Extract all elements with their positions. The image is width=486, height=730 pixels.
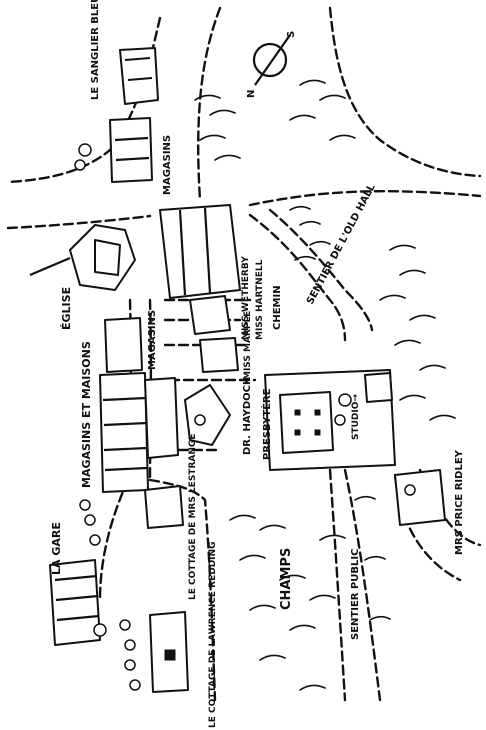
label-champs: CHAMPS bbox=[279, 548, 294, 610]
label-sentier-public: SENTIER PUBLIC bbox=[350, 549, 361, 640]
dr-haydock-house bbox=[144, 377, 179, 459]
dr-haydock-house-2 bbox=[184, 384, 231, 446]
sanglier-bleu-building bbox=[119, 47, 159, 105]
compass-s: S bbox=[286, 31, 297, 38]
label-chemin: CHEMIN bbox=[272, 285, 283, 330]
label-magasins-top: MAGASINS bbox=[162, 135, 173, 195]
miss-marple-house bbox=[199, 337, 239, 373]
label-dr-haydock: DR. HAYDOCK bbox=[242, 376, 253, 455]
magasins-mid-building bbox=[104, 317, 143, 373]
compass-icon: N S bbox=[246, 31, 297, 98]
label-sentier-old-hall: SENTIER DE L'OLD HALL bbox=[305, 182, 378, 306]
label-sanglier-bleu: LE SANGLIER BLEU bbox=[90, 0, 101, 100]
magasins-top-building bbox=[109, 117, 153, 183]
compass-n: N bbox=[246, 90, 257, 98]
lestrange-cottage bbox=[144, 485, 184, 529]
houses-top-right bbox=[159, 204, 241, 299]
station-building bbox=[49, 559, 101, 646]
field-hatching bbox=[194, 79, 456, 691]
label-cottage-redding: LE COTTAGE DE LAWRENCE REDDING bbox=[208, 542, 218, 728]
label-presbytere: PRESBYTÈRE bbox=[260, 388, 273, 460]
label-studio: STUDIO→ bbox=[351, 394, 361, 440]
label-eglise: ÉGLISE bbox=[60, 287, 73, 330]
label-miss-hartnell: MISS HARTNELL bbox=[255, 259, 265, 340]
label-miss-weatherby: MISS WETHERBY bbox=[241, 256, 251, 340]
label-magasins-maisons: MAGASINS ET MAISONS bbox=[80, 341, 93, 488]
label-miss-marple: MISS MARPLE bbox=[243, 311, 253, 380]
label-mrs-price-ridley: MRS PRICE RIDLEY bbox=[454, 449, 465, 555]
miss-hartnell-house bbox=[189, 295, 231, 335]
trees bbox=[74, 143, 416, 691]
label-cottage-lestrange: LE COTTAGE DE MRS LESTRANGE bbox=[188, 434, 198, 600]
label-la-gare: LA GARE bbox=[50, 522, 63, 575]
price-ridley-house bbox=[394, 469, 446, 526]
buildings bbox=[29, 47, 446, 693]
magasins-maisons-row bbox=[99, 372, 149, 493]
studio-building bbox=[364, 372, 393, 403]
label-magasins-mid: MAGASINS bbox=[147, 310, 158, 370]
